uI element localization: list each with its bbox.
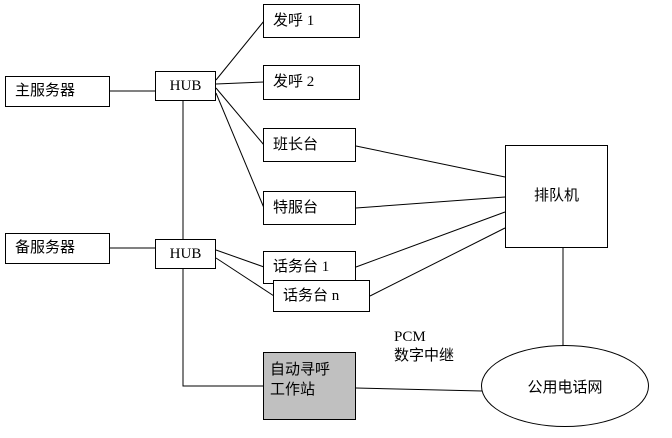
node-backup-server-label: 备服务器	[15, 240, 76, 256]
node-operator-console-1-label: 话务台 1	[273, 259, 330, 275]
connector-operator1-queue	[355, 211, 506, 268]
node-caller-2: 发呼 2	[263, 65, 360, 100]
connector-hub-paging	[182, 269, 263, 387]
node-hub-top-label: HUB	[169, 77, 202, 94]
node-main-server: 主服务器	[5, 76, 110, 107]
connector-operatorn-queue	[369, 227, 506, 297]
node-hub-bottom-label: HUB	[169, 245, 202, 262]
connector-special-queue	[355, 196, 506, 209]
pcm-trunk-annotation-line1: PCM	[394, 329, 426, 345]
node-main-server-label: 主服务器	[15, 83, 76, 99]
node-caller-1: 发呼 1	[263, 4, 360, 38]
node-caller-2-label: 发呼 2	[273, 74, 315, 90]
connector-hub-monitor	[215, 87, 265, 146]
node-backup-server: 备服务器	[5, 233, 110, 264]
node-queue-machine-label: 排队机	[533, 188, 579, 204]
connector-hub-caller1	[215, 20, 265, 81]
node-caller-1-label: 发呼 1	[273, 12, 315, 29]
node-special-service-console: 特服台	[263, 191, 356, 225]
node-supervisor-console-label: 班长台	[273, 136, 319, 153]
node-hub-bottom: HUB	[155, 239, 216, 269]
pcm-trunk-annotation: PCM 数字中继	[394, 328, 454, 366]
connector-hub-operatorn	[215, 257, 275, 297]
node-supervisor-console: 班长台	[263, 128, 356, 162]
connector-hub-caller2	[215, 81, 265, 85]
node-auto-paging-workstation: 自动寻呼 工作站	[263, 352, 356, 420]
node-special-service-console-label: 特服台	[273, 199, 319, 216]
node-operator-console-n: 话务台 n	[273, 280, 370, 312]
connector-hub-special	[215, 92, 265, 209]
connector-paging-pstn	[355, 387, 483, 392]
connector-monitor-queue	[355, 145, 506, 178]
node-public-telephone-network: 公用电话网	[481, 345, 649, 427]
node-operator-console-n-label: 话务台 n	[283, 287, 340, 304]
node-auto-paging-workstation-label-line1: 自动寻呼	[270, 362, 331, 378]
node-public-telephone-network-label: 公用电话网	[527, 379, 603, 396]
node-queue-machine: 排队机	[505, 145, 608, 248]
connector-hub-operator1	[215, 249, 265, 268]
node-operator-console-1: 话务台 1	[263, 251, 356, 284]
pcm-trunk-annotation-line2: 数字中继	[394, 348, 455, 364]
node-auto-paging-workstation-label-line2: 工作站	[270, 382, 316, 398]
node-hub-top: HUB	[155, 71, 216, 101]
